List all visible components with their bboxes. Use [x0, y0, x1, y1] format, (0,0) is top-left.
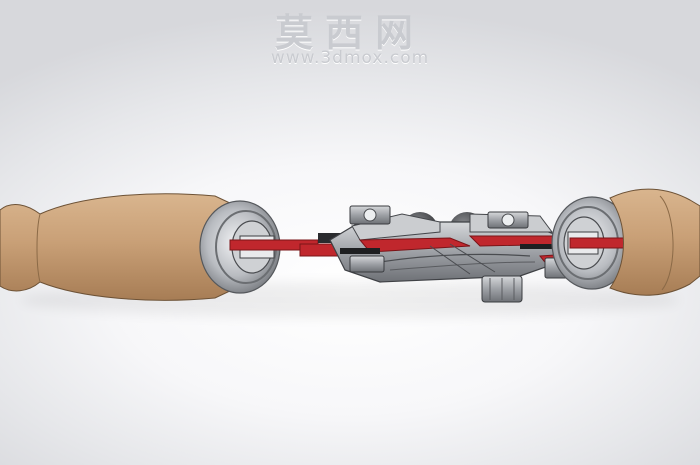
watermark-url: www.3dmox.com [270, 48, 430, 68]
top-right-bolt [487, 211, 529, 229]
top-left-bolt [349, 205, 391, 225]
right-handle [609, 188, 700, 296]
right-ferrule [551, 196, 633, 290]
bottom-left-nut [349, 255, 385, 273]
watermark-title: 莫西网 [274, 11, 425, 55]
left-handle [0, 193, 233, 301]
bottom-right-nut [481, 275, 523, 303]
